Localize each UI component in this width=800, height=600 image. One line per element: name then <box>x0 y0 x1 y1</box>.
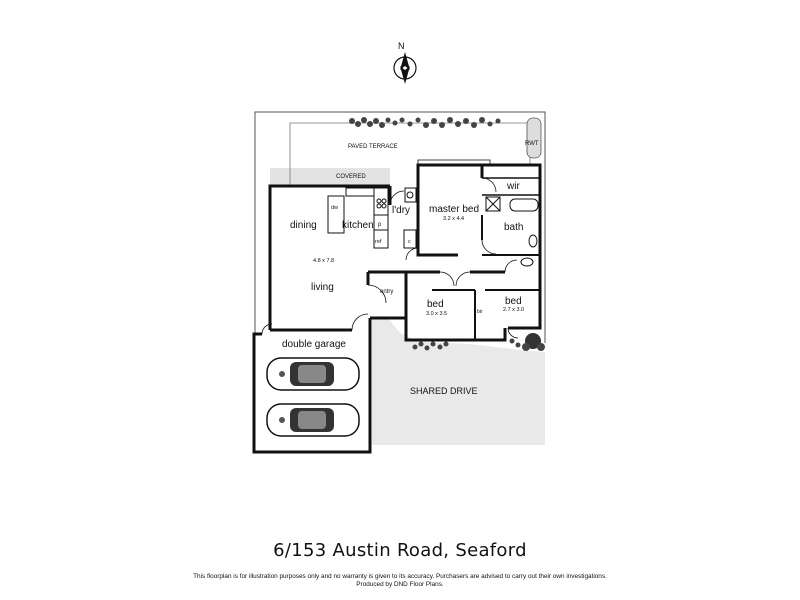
disclaimer-line1: This floorplan is for illustration purpo… <box>193 573 607 580</box>
car-icon-top <box>266 357 360 391</box>
rwt-label: RWT <box>525 141 539 147</box>
dining-label: dining <box>290 220 317 231</box>
living-label: living <box>311 282 334 293</box>
bed1-label: bed <box>427 299 444 310</box>
bath-label: bath <box>504 222 523 233</box>
garden-shrubs-top <box>349 117 501 128</box>
living-dims-label: 4.8 x 7.8 <box>313 258 334 264</box>
pantry-label: p <box>378 222 382 228</box>
disclaimer-line2: Produced by DND Floor Plans. <box>356 581 444 588</box>
bed2-dims-label: 2.7 x 3.0 <box>503 307 524 313</box>
entry-label: entry <box>380 289 393 295</box>
bed1-dims-label: 3.0 x 3.5 <box>426 311 447 317</box>
laundry-label: l'dry <box>392 205 410 216</box>
site-boundary <box>254 111 546 343</box>
laundry-fixtures <box>403 187 417 249</box>
car-icon-bottom <box>266 403 360 437</box>
cupboard-label: c <box>408 239 411 245</box>
covered-area <box>270 168 390 185</box>
covered-label: COVERED <box>336 174 366 180</box>
north-label: N <box>398 41 405 51</box>
bed2-label: bed <box>505 296 522 307</box>
compass-icon: N <box>393 41 417 84</box>
shared-drive-area <box>372 318 545 445</box>
address-title: 6/153 Austin Road, Seaford <box>273 540 527 561</box>
bath-fixtures <box>485 196 539 267</box>
dishwasher-label: dw <box>331 205 338 211</box>
paved-terrace-label: PAVED TERRACE <box>348 144 398 150</box>
garage-label: double garage <box>282 339 346 350</box>
door-swings <box>261 159 519 339</box>
kitchen-label: kitchen <box>342 220 374 231</box>
master-bed-label: master bed <box>429 204 479 215</box>
master-bed-dims-label: 3.2 x 4.4 <box>443 216 464 222</box>
ref-label: ref <box>375 239 382 245</box>
bir-label: bir <box>477 309 483 315</box>
rainwater-tank <box>526 117 542 159</box>
shared-drive-label: SHARED DRIVE <box>410 386 478 396</box>
kitchen-bench <box>327 187 389 249</box>
garden-shrubs-bottom <box>412 333 545 351</box>
wir-label: wir <box>506 181 520 192</box>
